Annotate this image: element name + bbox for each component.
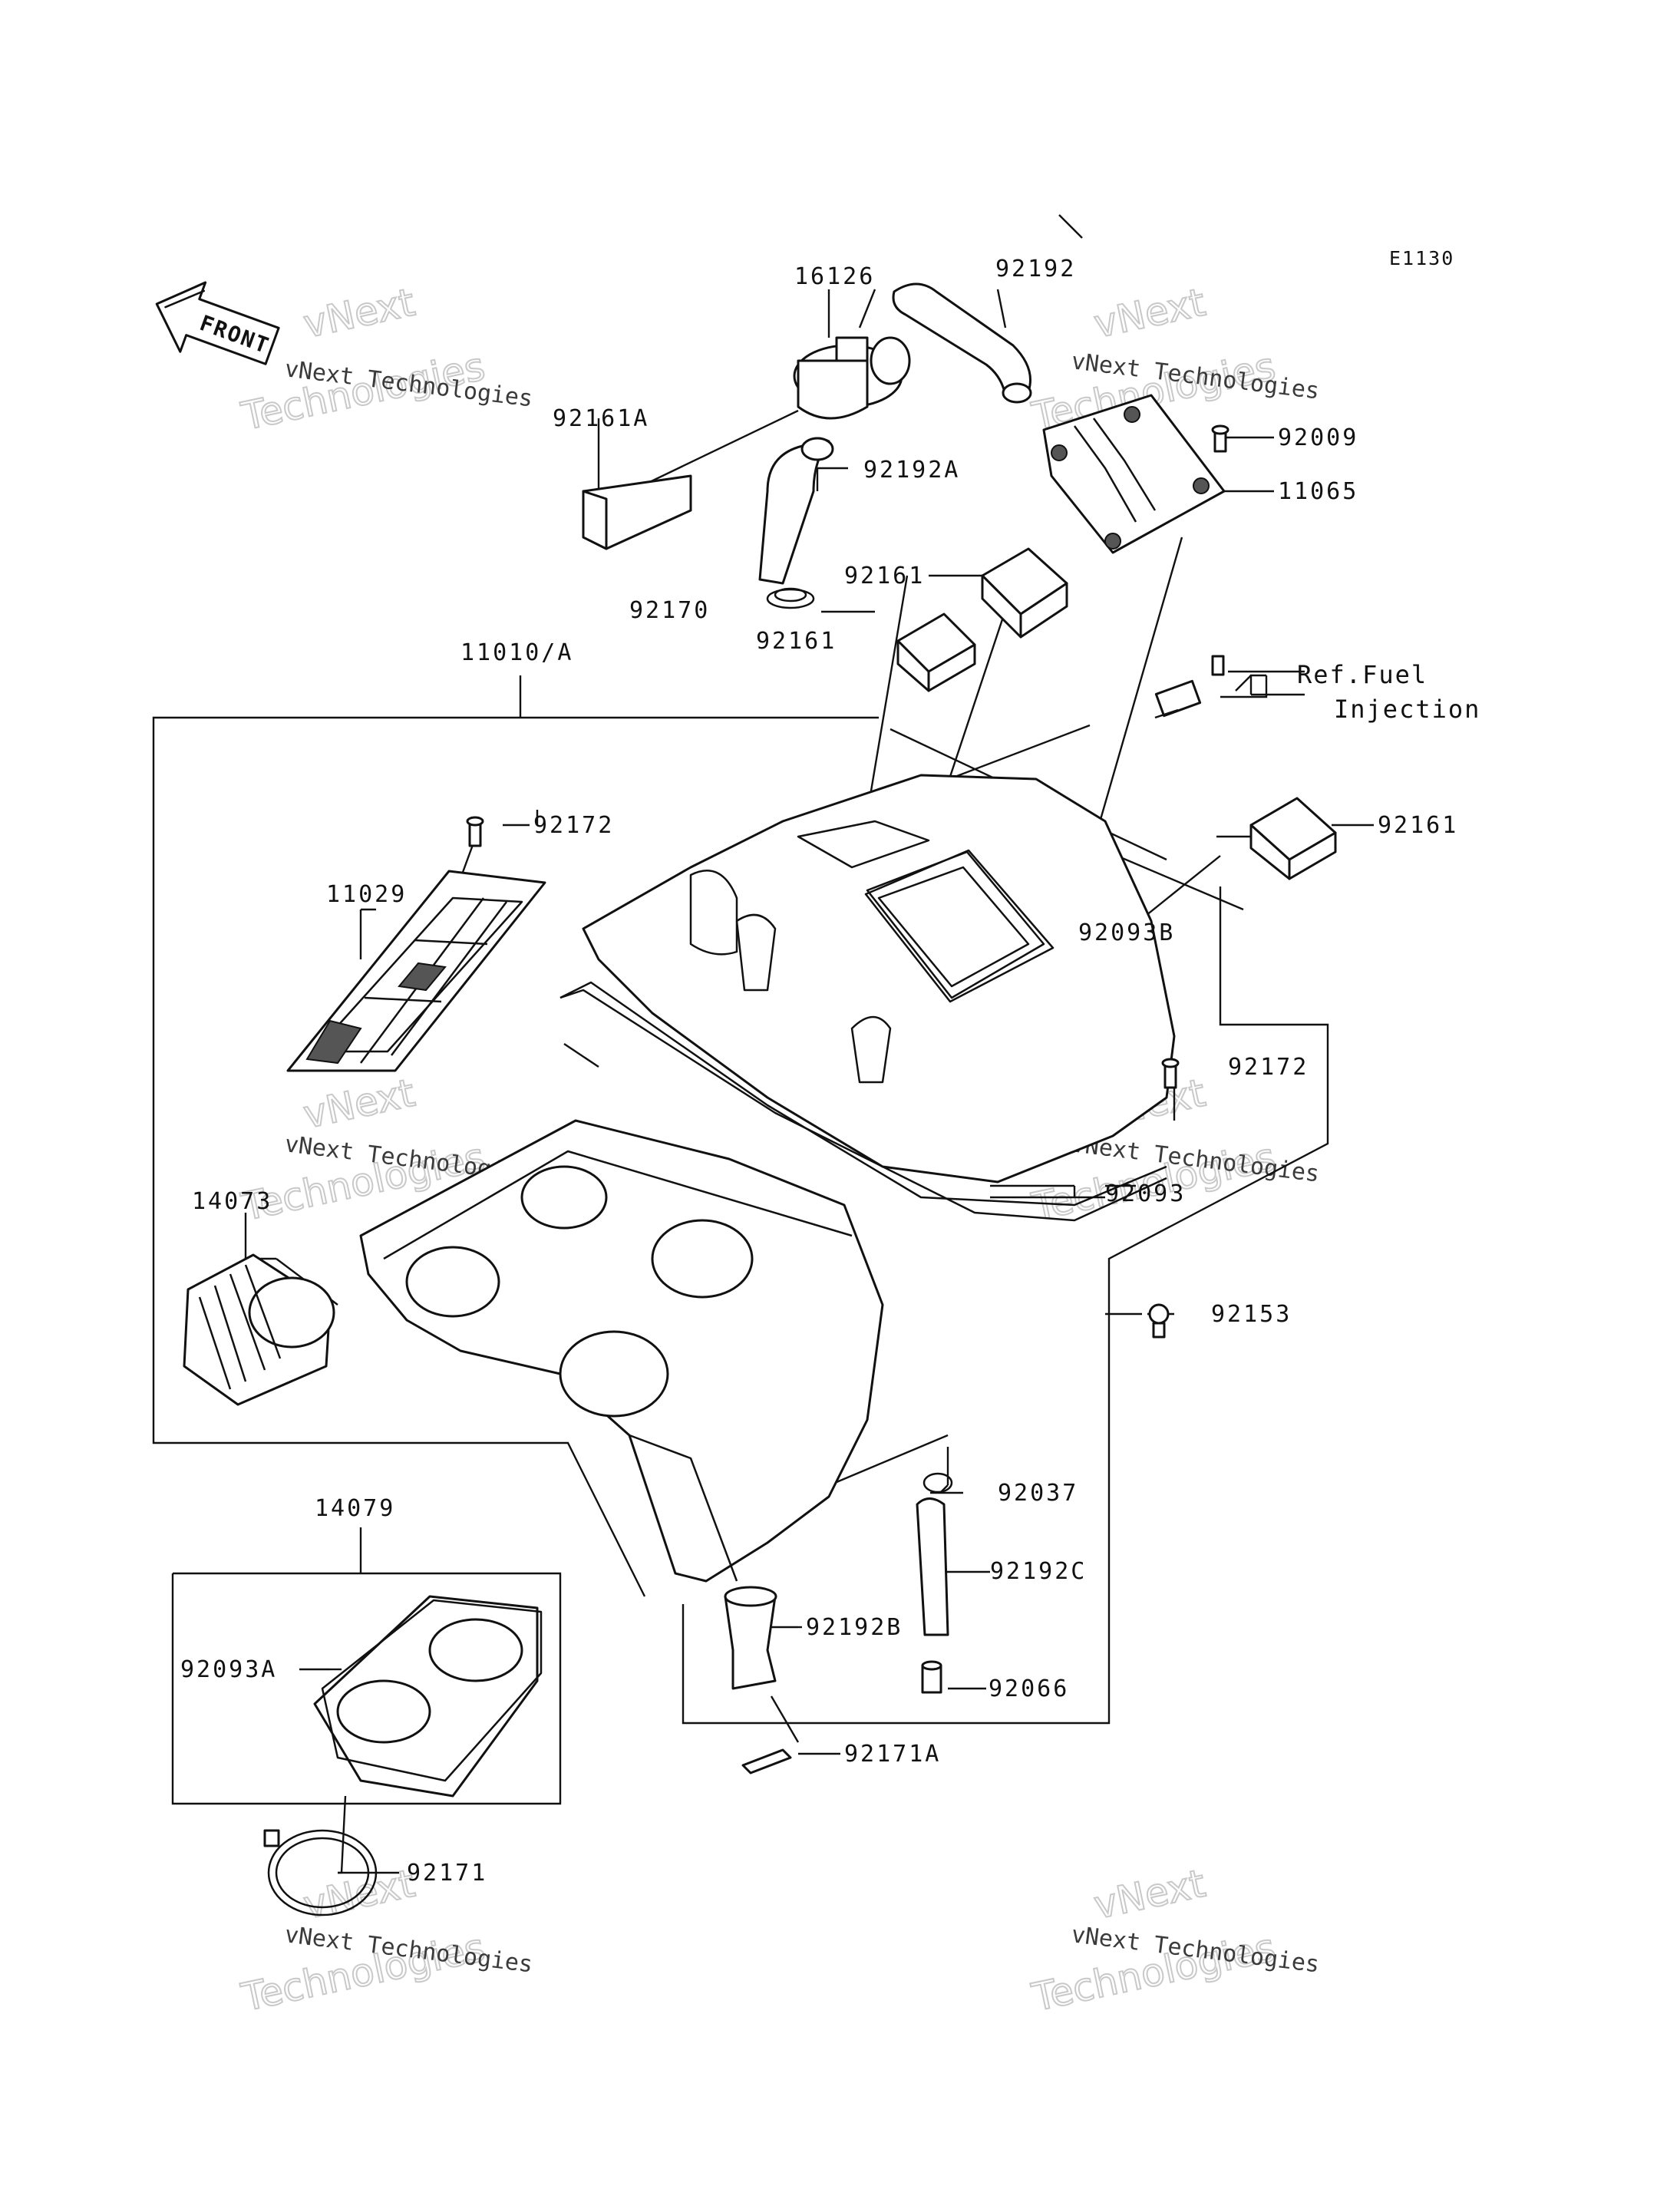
label-92066: 92066 [989,1675,1069,1702]
label-92192A: 92192A [863,457,960,484]
front-arrow-icon: FRONT [155,281,280,365]
label-92093B: 92093B [1078,919,1175,946]
assembly-outlines [152,675,1329,1805]
label-92161-right: 92161 [1378,812,1458,839]
label-92192B: 92192B [806,1614,903,1641]
part-92170-clip [766,587,815,609]
label-14073: 14073 [192,1188,272,1215]
label-92172-upper: 92172 [533,812,614,839]
label-92153: 92153 [1211,1301,1292,1328]
part-14079-adapter [313,1595,539,1798]
label-92037: 92037 [998,1480,1078,1507]
part-92192A-hose [758,437,834,585]
part-14073-intake-duct [183,1253,335,1406]
part-92161-pad-2 [896,612,976,692]
part-92093-seal [559,989,1167,1222]
part-92037-clamp [923,1472,953,1494]
part-92192B-drain [724,1586,777,1690]
watermark-top-left: vNext Technologies vNext Technologies [236,279,534,440]
watermark-bottom-right: vNext Technologies vNext Technologies [1027,1860,1321,2021]
part-92172-screw-b [1161,1058,1180,1089]
label-92161-mid: 92161 [756,628,837,655]
watermark-brand: vNext [1090,280,1209,347]
part-92093A-gasket [321,1599,543,1782]
part-11029-filter-element [286,870,546,1072]
part-92161-pad-3 [1249,797,1337,880]
label-92172-lower: 92172 [1228,1054,1309,1081]
reference-line-2: Injection [1334,695,1480,724]
part-92172-screw-a [466,816,484,847]
label-92009: 92009 [1278,424,1358,451]
reference-note: Ref.Fuel Injection [1297,660,1480,724]
watermark-brand: vNext [299,1071,418,1137]
part-92192-hose [892,282,1032,404]
label-92171: 92171 [407,1860,487,1887]
label-92161-upper: 92161 [844,563,925,589]
part-92066-plug [921,1660,942,1694]
part-92171-clamp [263,1829,378,1916]
label-16126: 16126 [794,263,875,290]
part-16126-valve [793,336,911,420]
part-lower-housing [359,1119,884,1583]
watermark-bottom-left: vNext Technologies vNext Technologies [236,1860,534,2021]
part-92161-pad-1 [981,547,1068,639]
part-92171A-clip [741,1748,792,1774]
part-upper-housing-11010A [559,774,1176,1207]
reference-line-1: Ref.Fuel [1297,660,1428,689]
part-11065-cover-plate [1042,394,1226,554]
label-11010A: 11010/A [460,639,573,666]
part-92093B-gasket [864,849,1055,1003]
watermark-brand: vNext [299,280,418,347]
diagram-code: E1130 [1389,247,1454,269]
part-labels: 16126 92192 92161A 92192A 92009 11065 92… [180,256,1458,1887]
label-11029: 11029 [326,881,407,908]
watermark-brand: vNext [1090,1861,1209,1928]
label-92093A: 92093A [180,1656,277,1683]
part-92153-bolt [1148,1303,1170,1339]
label-92170: 92170 [629,597,710,624]
label-92171A: 92171A [844,1741,941,1768]
watermark-top-right: vNext Technologies vNext Technologies [1027,279,1321,440]
part-92161A-block [582,474,692,550]
label-92192: 92192 [995,256,1076,282]
label-92093: 92093 [1105,1180,1186,1207]
part-92009-bolt [1211,424,1229,453]
label-92161A: 92161A [553,405,649,432]
label-92192C: 92192C [990,1558,1087,1585]
label-14079: 14079 [315,1495,395,1522]
label-11065: 11065 [1278,478,1358,505]
part-fuel-injection-fitting [1154,655,1225,719]
part-92192C-hose [916,1497,949,1636]
